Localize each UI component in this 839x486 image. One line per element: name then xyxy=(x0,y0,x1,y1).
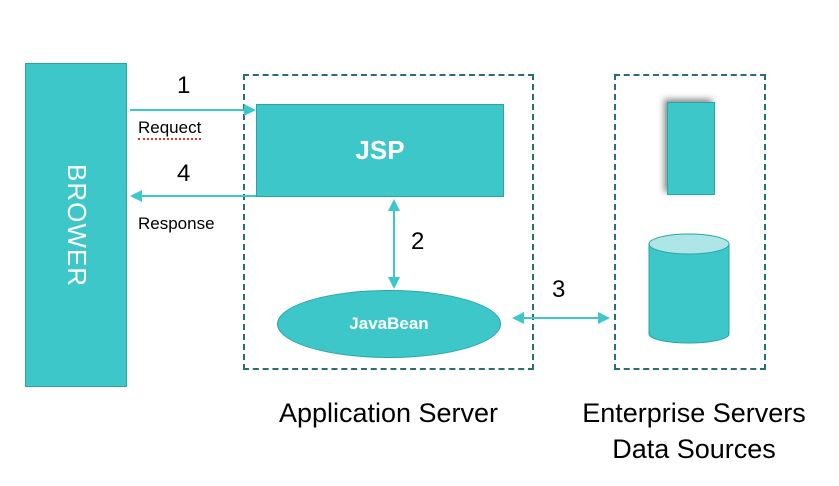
step-4-label: 4 xyxy=(177,160,191,187)
step-1-label: 1 xyxy=(177,72,191,99)
application-server-container xyxy=(243,74,534,370)
browser-block: BROWER xyxy=(25,63,127,387)
jsp-javabean-arrow xyxy=(388,199,400,289)
application-server-caption: Application Server xyxy=(278,398,499,428)
jsp-box: JSP xyxy=(256,104,504,197)
database-cylinder-icon xyxy=(648,233,730,344)
enterprise-server-icon xyxy=(667,102,715,195)
request-label-text: Requect xyxy=(138,118,202,140)
request-arrow xyxy=(130,104,256,116)
enterprise-servers-container xyxy=(614,74,766,370)
data-sources-caption: Data Sources xyxy=(612,434,776,464)
javabean-enterprise-arrow xyxy=(512,312,610,324)
step-3-label: 3 xyxy=(552,276,566,303)
request-label: Requect xyxy=(138,118,202,140)
response-arrow xyxy=(130,190,256,202)
jsp-label: JSP xyxy=(355,135,405,165)
enterprise-servers-caption: Enterprise Servers xyxy=(582,398,806,428)
response-label: Response xyxy=(138,214,215,233)
javabean-label: JavaBean xyxy=(349,314,429,333)
javabean-ellipse: JavaBean xyxy=(277,290,501,358)
step-2-label: 2 xyxy=(411,228,425,255)
